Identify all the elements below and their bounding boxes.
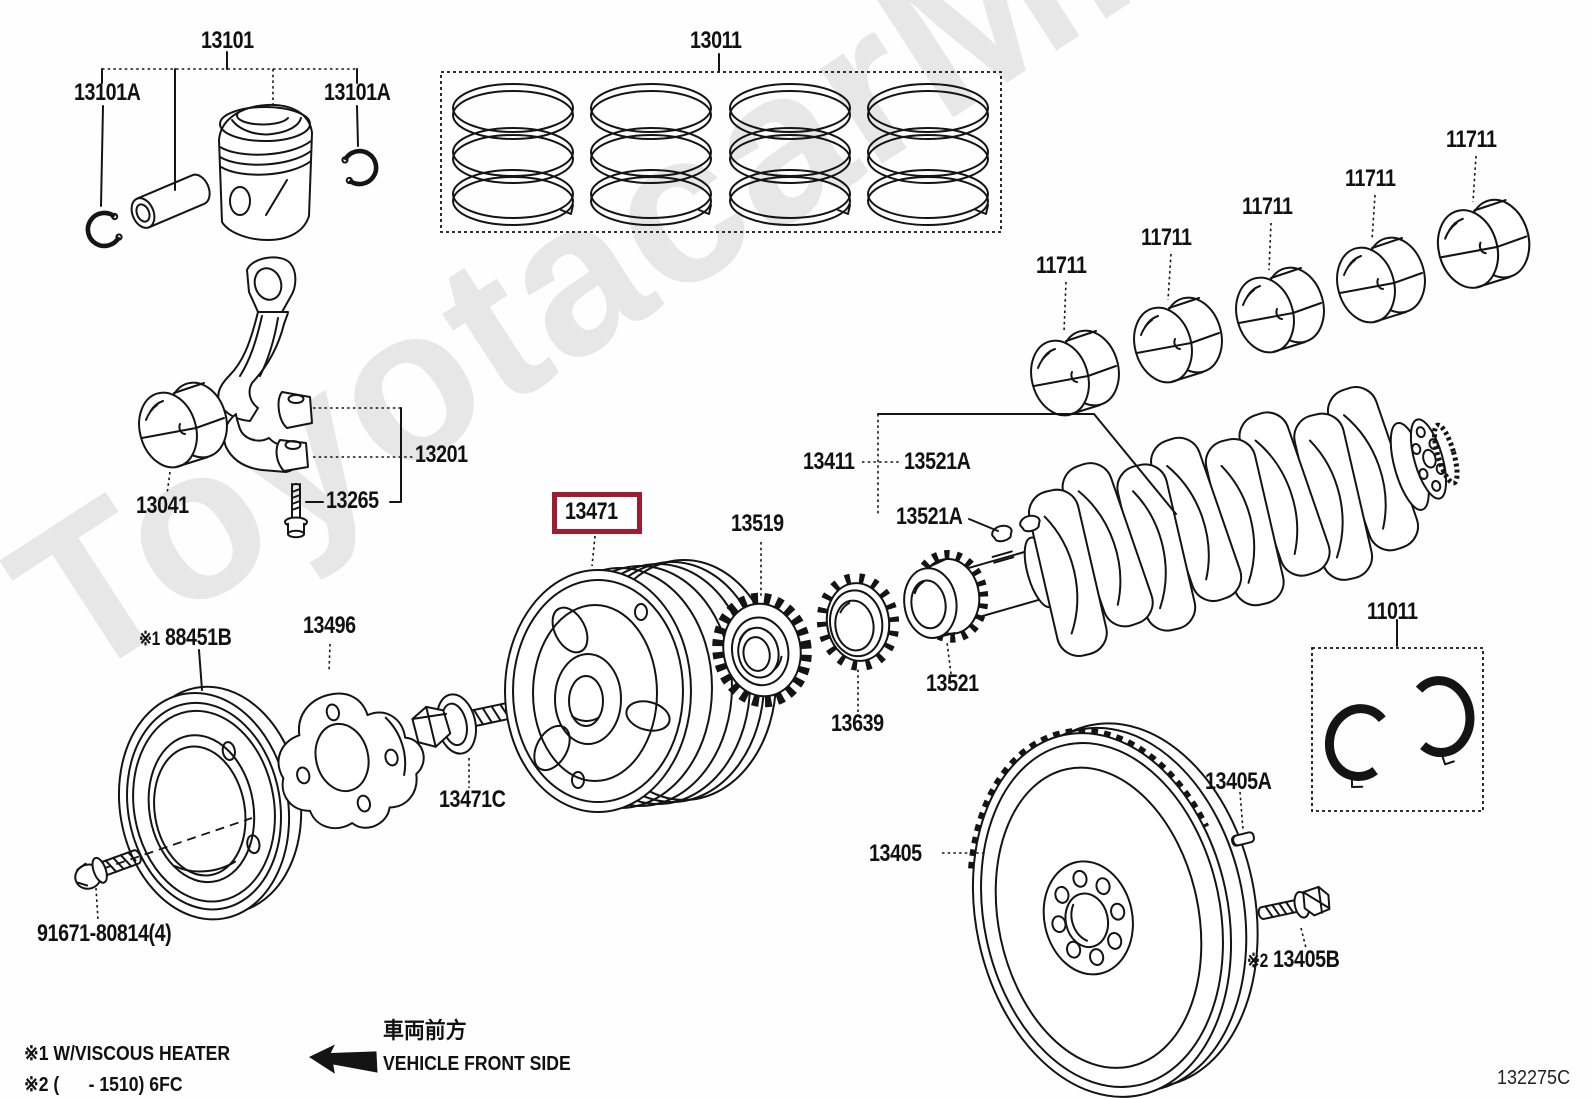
part-label-13101a-left[interactable]: 13101A <box>74 79 141 106</box>
part-label-13471c[interactable]: 13471C <box>439 786 506 813</box>
rod-bracket <box>305 407 414 503</box>
note-marker-1: ※1 <box>139 629 160 650</box>
crank-pulley-drawing <box>504 559 777 813</box>
part-label-13405b[interactable]: ※2 13405B <box>1247 946 1340 973</box>
note-marker-2: ※2 <box>1247 951 1268 972</box>
footnote-production-range: ※2 ( - 1510) 6FC <box>24 1074 183 1096</box>
bolt-leader <box>95 887 99 921</box>
connecting-rod-drawing <box>217 256 313 473</box>
part-label-13521a-1[interactable]: 13521A <box>904 448 971 475</box>
part-label-13011[interactable]: 13011 <box>690 27 742 54</box>
part-label-13405a[interactable]: 13405A <box>1205 768 1272 795</box>
part-label-11711-5[interactable]: 11711 <box>1446 126 1497 153</box>
bolt-13405b-drawing <box>1257 885 1331 920</box>
part-label-11011[interactable]: 11011 <box>1367 598 1418 625</box>
diagram-code: 132275C <box>1497 1067 1571 1089</box>
snap-ring-right-drawing <box>341 148 379 187</box>
part-label-91671[interactable]: 91671-80814(4) <box>37 920 172 947</box>
vehicle-front-label-jp: 車両前方 <box>383 1018 467 1043</box>
part-label-13101a-right[interactable]: 13101A <box>324 79 391 106</box>
part-label-13411[interactable]: 13411 <box>803 448 855 475</box>
rod-bolt-13265-drawing <box>284 483 308 539</box>
rod-bearing-13041-drawing <box>129 374 237 495</box>
pin-13405a-leader <box>1239 791 1244 831</box>
part-label-11711-2[interactable]: 11711 <box>1141 224 1192 251</box>
part-label-11711-1[interactable]: 11711 <box>1036 252 1087 279</box>
part-number-13471: 13471 <box>565 498 618 525</box>
part-label-13639[interactable]: 13639 <box>831 710 884 737</box>
part-label-13405[interactable]: 13405 <box>869 840 922 867</box>
part-number-13405b: 13405B <box>1272 946 1340 973</box>
vehicle-front-label-en: VEHICLE FRONT SIDE <box>383 1053 571 1075</box>
part-label-13471-highlighted[interactable]: 13471 <box>552 492 643 534</box>
bolt-91671-drawing <box>74 849 142 890</box>
part-label-13519[interactable]: 13519 <box>731 510 784 537</box>
ring-set-box <box>440 53 1002 233</box>
thrust-washer-box <box>1311 619 1484 812</box>
gear-13639-drawing <box>816 573 900 671</box>
center-dash-line <box>101 817 253 870</box>
spacer-13496-drawing <box>277 692 425 830</box>
part-number-88451b: 88451B <box>164 624 232 651</box>
part-label-13041[interactable]: 13041 <box>136 492 189 519</box>
viscous-pulley-88451b-drawing <box>117 685 303 921</box>
part-label-11711-3[interactable]: 11711 <box>1242 193 1293 220</box>
snap-ring-left-drawing <box>85 210 123 249</box>
footnote-viscous-heater: ※1 W/VISCOUS HEATER <box>24 1043 231 1065</box>
piston-drawing <box>218 103 313 241</box>
main-bearings-drawing <box>1021 155 1540 424</box>
bolt-13405b-leader <box>1300 927 1307 949</box>
part-label-13496[interactable]: 13496 <box>303 612 356 639</box>
crank-pulley-leader <box>591 535 596 567</box>
pin-13405a-drawing <box>1230 831 1256 847</box>
spacer-leader <box>328 643 331 673</box>
part-label-13101[interactable]: 13101 <box>201 27 254 54</box>
part-label-11711-4[interactable]: 11711 <box>1345 165 1396 192</box>
part-label-13521[interactable]: 13521 <box>926 670 979 697</box>
piston-pin-drawing <box>130 173 211 229</box>
pulley-leader <box>198 649 203 691</box>
crankshaft-bracket <box>862 413 1177 532</box>
part-label-13521a-2[interactable]: 13521A <box>896 503 963 530</box>
pulley-bolt-13471c-drawing <box>411 693 515 755</box>
part-label-88451b[interactable]: ※1 88451B <box>139 624 232 651</box>
part-label-13201[interactable]: 13201 <box>415 441 468 468</box>
part-label-13265[interactable]: 13265 <box>326 487 379 514</box>
timing-gear-13519-drawing <box>712 592 812 708</box>
sprocket-13521-drawing <box>903 549 989 643</box>
flywheel-drawing <box>968 722 1259 1098</box>
front-side-arrow <box>309 1044 378 1074</box>
